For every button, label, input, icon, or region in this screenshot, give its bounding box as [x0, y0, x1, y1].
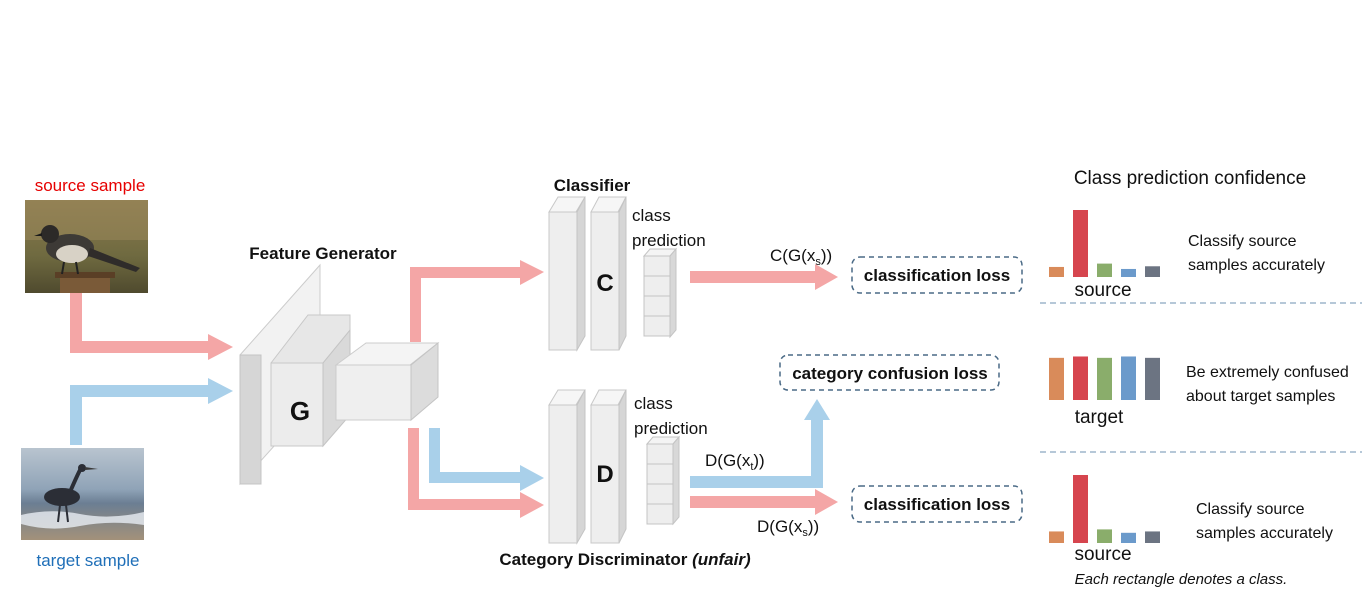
source-sample-label: source sample	[35, 176, 146, 195]
confidence-row-desc-line1: Be extremely confused	[1186, 364, 1349, 381]
classifier-output-arrow	[690, 264, 838, 290]
confidence-row-source-top: source Classify source samples accuratel…	[1049, 210, 1325, 301]
generator-letter: G	[290, 396, 310, 426]
generator-to-discriminator-source-arrow	[408, 428, 544, 518]
confidence-row-desc-line2: samples accurately	[1196, 525, 1333, 542]
classifier-prediction-word: prediction	[632, 231, 706, 250]
classifier-class-word: class	[632, 206, 671, 225]
confidence-row-desc-line2: samples accurately	[1188, 257, 1325, 274]
confidence-row-desc-line2: about target samples	[1186, 388, 1335, 405]
discriminator-prediction-word: prediction	[634, 419, 708, 438]
discriminator-label: Category Discriminator (unfair)	[499, 550, 751, 569]
feature-generator-label: Feature Generator	[249, 244, 397, 263]
confidence-bar-class-5	[1145, 531, 1160, 543]
discriminator-block	[548, 389, 627, 545]
confidence-row-desc-line1: Classify source	[1188, 233, 1297, 250]
classification-loss-top-box: classification loss	[851, 256, 1023, 294]
generator-to-classifier-arrow	[410, 260, 544, 342]
confidence-bar-class-5	[1145, 357, 1160, 400]
classifier-prediction-vector	[642, 247, 678, 339]
confidence-bar-class-2	[1073, 356, 1088, 400]
category-confusion-loss-label: category confusion loss	[792, 364, 988, 383]
generator-to-discriminator-target-arrow	[429, 428, 544, 491]
confidence-bar-class-3	[1097, 263, 1112, 277]
target-input-arrow	[70, 378, 233, 445]
confidence-bar-class-4	[1121, 356, 1136, 400]
target-sample-label: target sample	[37, 551, 140, 570]
bird-on-post-image	[25, 200, 148, 293]
confidence-bar-class-4	[1121, 532, 1136, 543]
confidence-bar-class-1	[1049, 266, 1064, 277]
confidence-row-label: target	[1075, 407, 1124, 428]
confidence-bar-class-5	[1145, 266, 1160, 277]
source-input-arrow	[70, 293, 233, 360]
classification-loss-bottom-label: classification loss	[864, 495, 1010, 514]
discriminator-class-word: class	[634, 394, 673, 413]
classifier-letter: C	[596, 270, 613, 297]
discriminator-source-formula: D(G(xs))	[757, 517, 819, 539]
footnote: Each rectangle denotes a class.	[1075, 571, 1288, 588]
confidence-row-desc-line1: Classify source	[1196, 501, 1305, 518]
confidence-panel-title: Class prediction confidence	[1074, 168, 1306, 189]
confidence-bar-class-1	[1049, 531, 1064, 543]
classifier-block	[548, 196, 627, 352]
discriminator-letter: D	[596, 461, 613, 488]
confidence-bar-class-3	[1097, 357, 1112, 400]
discriminator-target-output-arrow	[690, 399, 830, 488]
classification-loss-top-label: classification loss	[864, 266, 1010, 285]
feature-generator-block	[239, 263, 440, 486]
confidence-row-target: target Be extremely confused about targe…	[1049, 356, 1349, 428]
confidence-bar-class-2	[1073, 475, 1088, 543]
classifier-output-formula: C(G(xs))	[770, 246, 832, 268]
classification-loss-bottom-box: classification loss	[851, 485, 1023, 523]
confidence-bar-class-4	[1121, 268, 1136, 277]
heron-in-water-image	[21, 448, 144, 540]
discriminator-prediction-vector	[645, 435, 681, 526]
confidence-row-label: source	[1074, 280, 1131, 301]
confidence-row-label: source	[1074, 544, 1131, 565]
confidence-bar-class-1	[1049, 357, 1064, 400]
classifier-label: Classifier	[554, 176, 631, 195]
confidence-bar-class-3	[1097, 529, 1112, 543]
category-confusion-loss-box: category confusion loss	[779, 354, 1000, 391]
confidence-bar-class-2	[1073, 210, 1088, 277]
confidence-row-source-bottom: source Classify source samples accuratel…	[1049, 475, 1333, 565]
discriminator-target-formula: D(G(xt))	[705, 451, 765, 473]
discriminator-source-output-arrow	[690, 489, 838, 515]
